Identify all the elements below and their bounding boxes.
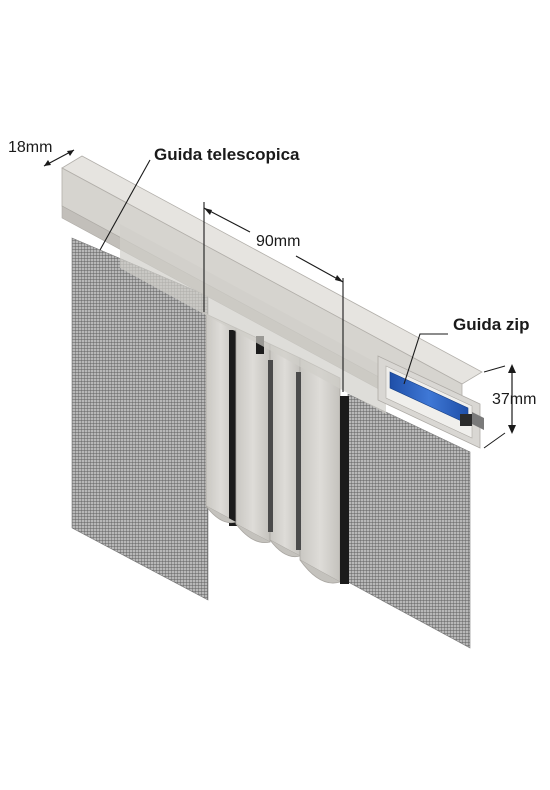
black-seal-strip: [256, 336, 264, 354]
black-seal-strip: [340, 396, 349, 584]
dim-label-18mm: 18mm: [8, 139, 52, 156]
callout-telescopic-guide: Guida telescopica: [99, 145, 300, 251]
dim-label-90mm: 90mm: [256, 233, 300, 250]
label-telescopic-guide: Guida telescopica: [154, 145, 300, 164]
black-seal-strip: [229, 330, 237, 526]
label-zip-guide: Guida zip: [453, 315, 530, 334]
pleated-overlap: [205, 313, 349, 584]
dimension-90mm: 90mm: [203, 202, 344, 392]
dimension-18mm: 18mm: [8, 139, 75, 167]
dim-label-37mm: 37mm: [492, 391, 536, 408]
telescopic-guide-rail: [61, 155, 483, 435]
callout-zip-guide: Guida zip: [403, 315, 530, 385]
dimension-37mm: 37mm: [483, 364, 536, 449]
zip-guide-profile: [377, 355, 484, 449]
